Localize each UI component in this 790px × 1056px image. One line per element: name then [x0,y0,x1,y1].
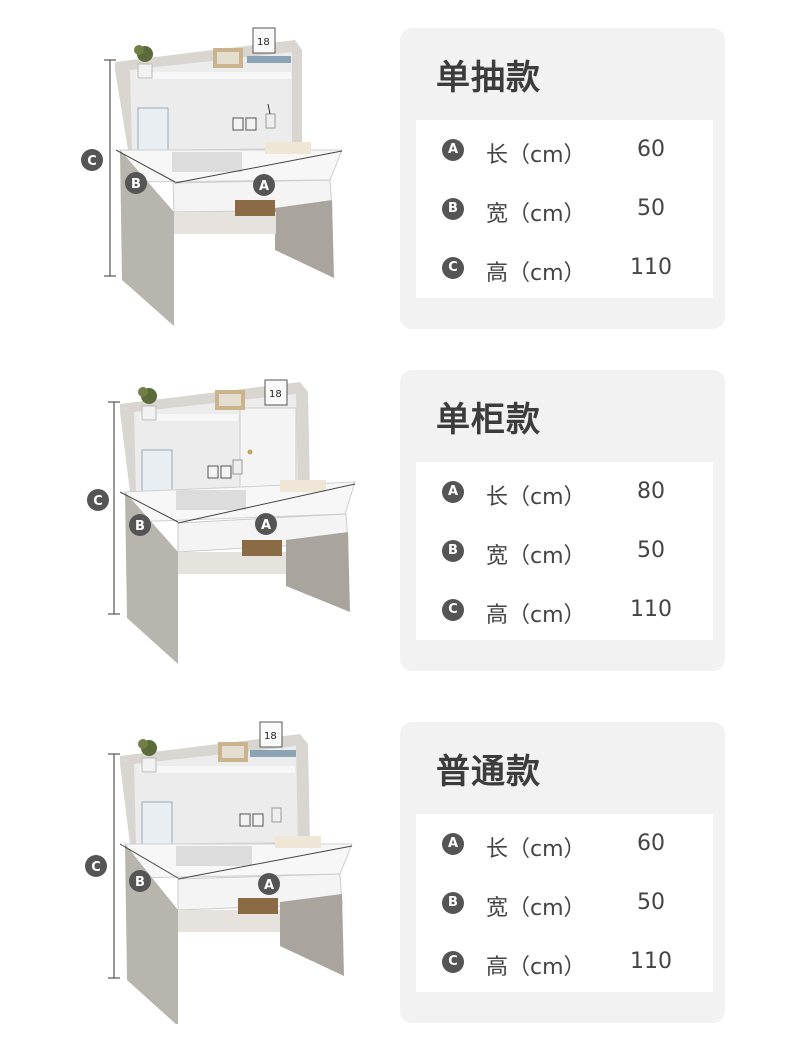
spec-label: 长（cm） [486,485,586,510]
product-name: 单柜款 [436,400,541,440]
dim-b-label: B [131,177,141,192]
desk-illustration-basic: 18 C B A [85,721,353,1024]
spec-value: 110 [630,255,672,280]
product-row-2: 18 C B A 单柜款 A 长（cm） 80 B [0,342,790,672]
spec-row-width: B 宽（cm） 50 [416,179,713,239]
spec-badge: A [442,139,464,161]
spec-value: 60 [637,831,665,856]
spec-label: 长（cm） [486,143,586,168]
spec-badge: B [442,198,464,220]
calendar-label: 18 [269,389,282,400]
spec-row-height: C 高（cm） 110 [416,932,713,992]
dim-b-label: B [135,875,145,890]
dim-a-label: A [261,518,271,533]
spec-badge: B [442,540,464,562]
spec-row-width: B 宽（cm） 50 [416,873,713,933]
desk-illustration-cabinet: 18 C B A [87,379,356,664]
spec-row-height: C 高（cm） 110 [416,580,713,640]
dim-a-label: A [259,179,269,194]
spec-label: 长（cm） [486,837,586,862]
spec-badge: A [442,481,464,503]
spec-badge: C [442,951,464,973]
product-row-1: 18 C B A 单抽款 [0,0,790,330]
dim-c-label: C [87,154,97,169]
desk-illustration-drawer: 18 C B A [81,27,343,326]
spec-value: 110 [630,597,672,622]
spec-row-length: A 长（cm） 60 [416,814,713,874]
product-row-3: 18 C B A 普通款 A 长（cm） 60 B [0,694,790,1024]
spec-label: 宽（cm） [486,544,586,569]
spec-label: 宽（cm） [486,202,586,227]
spec-row-length: A 长（cm） 60 [416,120,713,180]
spec-row-length: A 长（cm） 80 [416,462,713,522]
spec-value: 50 [637,538,665,563]
calendar-label: 18 [264,731,277,742]
spec-value: 50 [637,196,665,221]
spec-badge: C [442,257,464,279]
spec-label: 高（cm） [486,955,586,980]
spec-value: 110 [630,949,672,974]
spec-label: 高（cm） [486,603,586,628]
spec-card: 单柜款 A 长（cm） 80 B 宽（cm） 50 C 高（cm） 110 [400,370,725,671]
spec-card: 单抽款 A 长（cm） 60 B 宽（cm） 50 C 高（cm） 110 [400,28,725,329]
spec-card: 普通款 A 长（cm） 60 B 宽（cm） 50 C 高（cm） 110 [400,722,725,1023]
spec-badge: A [442,833,464,855]
spec-label: 宽（cm） [486,896,586,921]
dim-a-label: A [264,878,274,893]
calendar-label: 18 [257,37,270,48]
spec-row-height: C 高（cm） 110 [416,238,713,298]
spec-badge: C [442,599,464,621]
spec-value: 60 [637,137,665,162]
dim-c-label: C [91,860,101,875]
spec-value: 50 [637,890,665,915]
product-name: 普通款 [436,752,541,792]
spec-value: 80 [637,479,665,504]
dim-c-label: C [93,494,103,509]
spec-badge: B [442,892,464,914]
spec-row-width: B 宽（cm） 50 [416,521,713,581]
product-name: 单抽款 [436,58,541,98]
dim-b-label: B [135,519,145,534]
spec-label: 高（cm） [486,261,586,286]
